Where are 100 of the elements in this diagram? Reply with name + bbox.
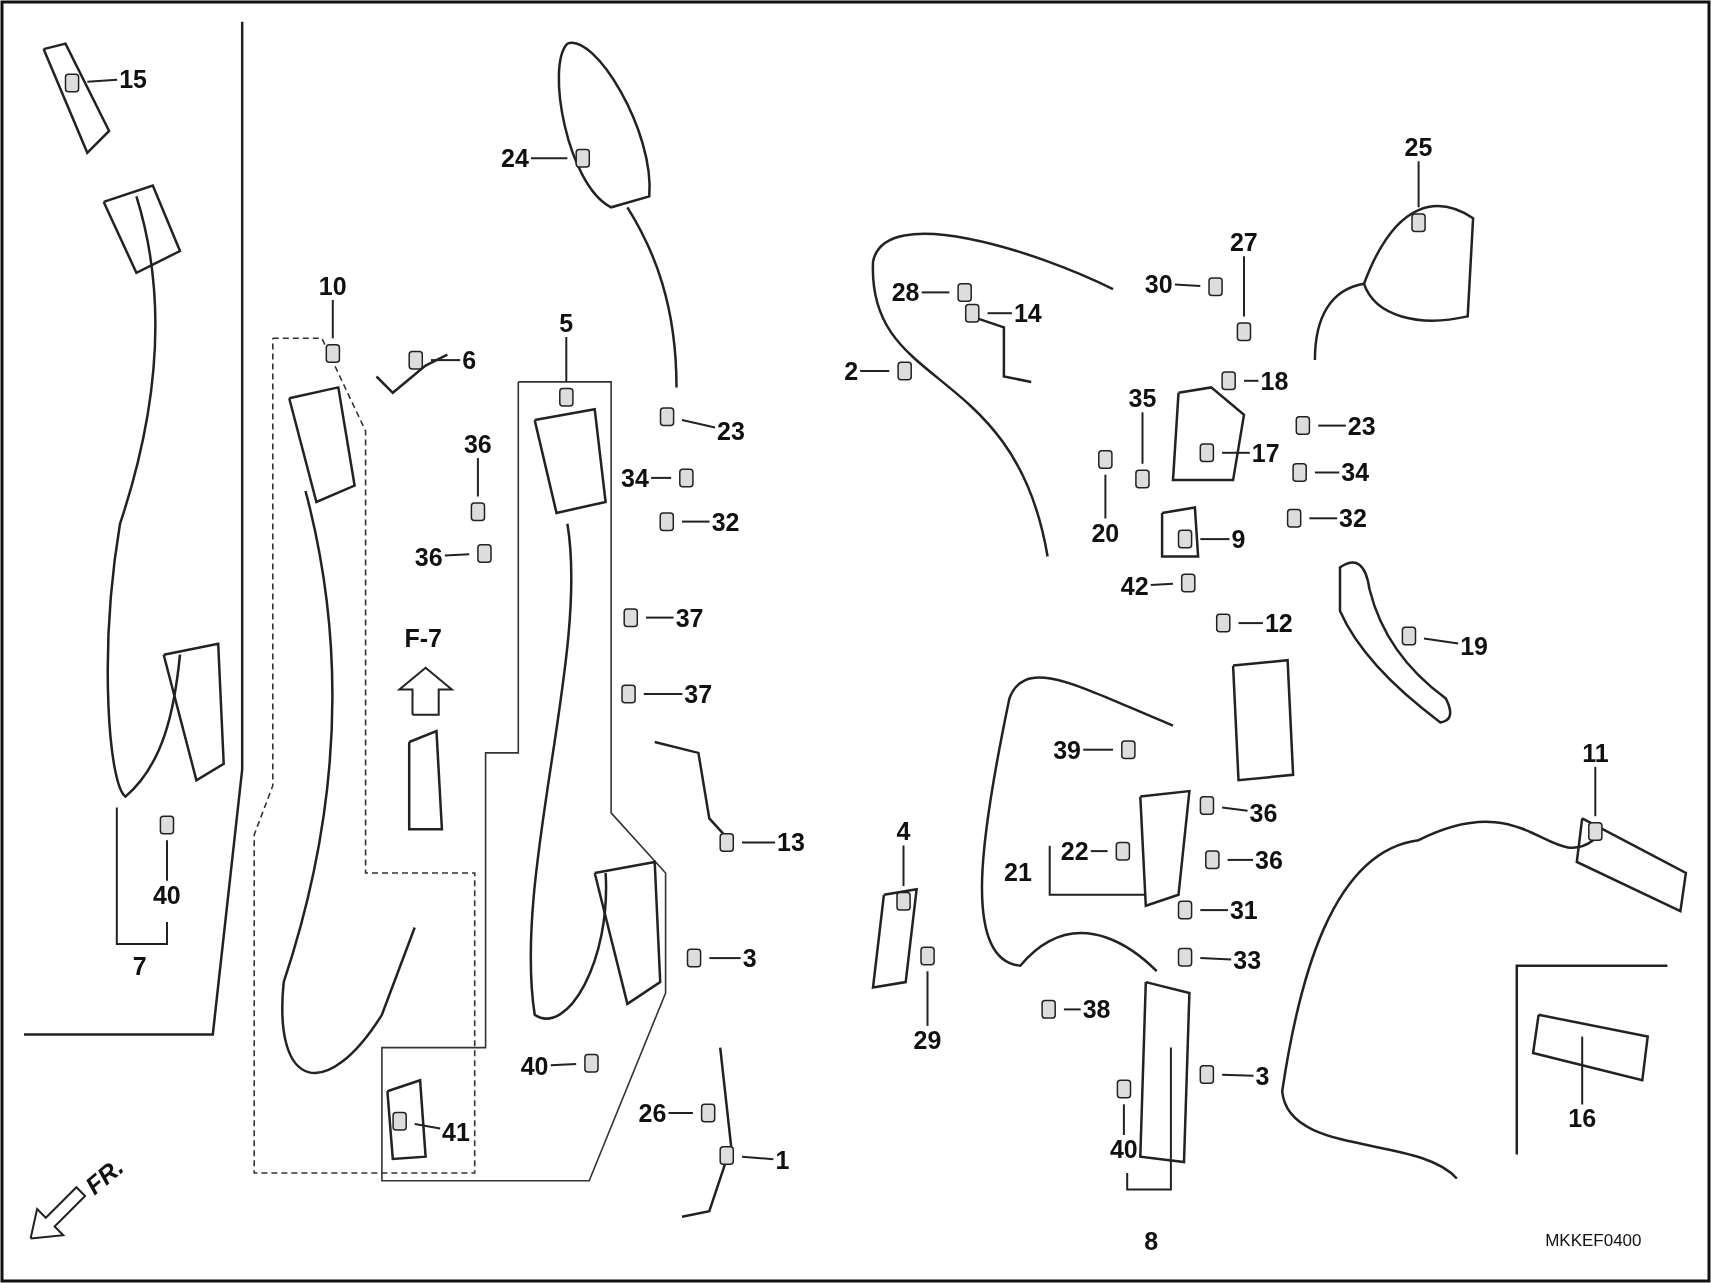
leader-line <box>549 1062 578 1067</box>
callout-number: 34 <box>621 464 649 491</box>
callout-number: 22 <box>1060 838 1089 865</box>
leader-line <box>86 78 119 83</box>
leader-line <box>1104 473 1107 520</box>
callout-number: 17 <box>1251 439 1280 466</box>
callout-number: 27 <box>1229 229 1258 256</box>
leader-line <box>650 476 673 479</box>
callout-number: 10 <box>318 272 347 299</box>
callout-number: 37 <box>675 604 704 631</box>
callout-number: 31 <box>1229 897 1258 924</box>
leader-line <box>413 1122 442 1130</box>
callout-number: 25 <box>1404 134 1433 161</box>
callout-number: 7 <box>132 952 147 979</box>
leader-line <box>1122 1103 1125 1136</box>
callout-number: 26 <box>638 1100 667 1126</box>
callout-number: 12 <box>1264 610 1293 637</box>
callout-number: 40 <box>152 881 181 908</box>
leader-line <box>1226 858 1255 861</box>
leader-line <box>1149 582 1174 587</box>
leader-line <box>1199 538 1231 541</box>
callout-number: 2 <box>844 358 859 384</box>
callout-number: 32 <box>711 508 740 535</box>
callout-number: 14 <box>1013 300 1042 327</box>
callout-number: 36 <box>1255 846 1283 873</box>
leader-line <box>1313 471 1341 474</box>
callout-number: 30 <box>1144 270 1173 297</box>
callout-number: 38 <box>1082 996 1111 1023</box>
callout-number: 33 <box>1233 947 1262 974</box>
leader-line <box>331 298 334 340</box>
leader-line <box>1581 1035 1584 1106</box>
callout-number: 29 <box>913 1026 942 1053</box>
callout-number: 9 <box>1231 526 1246 553</box>
callout-number: 3 <box>742 945 757 972</box>
leader-line <box>667 1112 694 1114</box>
callout-number: 40 <box>520 1053 549 1080</box>
leader-line <box>1199 909 1229 912</box>
leader-line <box>1237 622 1264 625</box>
leader-line <box>1594 765 1597 818</box>
callout-number: 36 <box>414 543 443 570</box>
leader-line <box>859 370 891 372</box>
leader-line <box>1141 411 1144 465</box>
leader-line <box>1173 283 1202 287</box>
leader-line <box>902 844 905 888</box>
leader-line <box>708 957 742 960</box>
callout-number: 32 <box>1339 505 1367 532</box>
leader-line <box>681 419 717 429</box>
callout-number: 4 <box>896 818 911 845</box>
leader-line <box>741 841 777 844</box>
drawing-code: MKKEF0400 <box>1545 1229 1642 1252</box>
view-reference: F-7 <box>404 625 442 652</box>
callout-number: 37 <box>684 681 713 707</box>
callout-number: 1 <box>775 1146 790 1173</box>
leader-line <box>1062 1008 1082 1011</box>
leader-line <box>1243 255 1245 318</box>
callout-number: 20 <box>1091 519 1120 546</box>
leader-line <box>681 520 711 523</box>
leader-line <box>645 616 675 619</box>
callout-number: 23 <box>1347 412 1376 439</box>
leader-line <box>642 693 684 695</box>
callout-number: 35 <box>1128 385 1157 412</box>
leader-line <box>166 839 168 882</box>
leader-line <box>1089 850 1109 853</box>
callout-number: 42 <box>1120 572 1149 599</box>
callout-number: 36 <box>1249 799 1278 826</box>
leader-line <box>1221 1073 1255 1077</box>
leader-line <box>926 970 929 1027</box>
leader-line <box>1221 806 1249 812</box>
leader-line <box>1199 957 1233 961</box>
callout-number: 28 <box>891 279 920 306</box>
leader-line <box>1243 379 1260 382</box>
leader-line <box>1423 637 1460 645</box>
callout-number: 41 <box>442 1118 470 1145</box>
leader-line <box>986 312 1013 315</box>
leader-line <box>1082 748 1114 751</box>
callout-number: 3 <box>1255 1062 1270 1089</box>
callout-number: 36 <box>463 431 492 458</box>
callout-number: 34 <box>1341 459 1370 486</box>
leader-line <box>565 336 568 383</box>
callout-number: 5 <box>559 310 574 336</box>
leader-line <box>476 457 479 498</box>
leader-line <box>430 359 462 362</box>
callout-number: 40 <box>1109 1136 1138 1163</box>
callout-number: 15 <box>119 65 147 92</box>
leader-line <box>530 157 569 160</box>
callout-number: 6 <box>462 347 477 374</box>
callout-number: 11 <box>1582 739 1609 766</box>
callout-number: 13 <box>777 829 805 856</box>
leader-line <box>741 1155 775 1161</box>
callout-number: 24 <box>501 145 529 172</box>
callout-number: 21 <box>1004 858 1032 885</box>
front-indicator: FR. <box>80 1153 128 1200</box>
leader-line <box>920 291 951 294</box>
leader-line <box>1417 160 1420 209</box>
leader-line <box>1221 451 1251 454</box>
callout-number: 19 <box>1460 633 1488 659</box>
callout-number: 39 <box>1053 736 1081 763</box>
leader-line <box>1317 424 1347 427</box>
leader-line <box>1308 517 1339 520</box>
callout-number: 8 <box>1144 1227 1159 1254</box>
